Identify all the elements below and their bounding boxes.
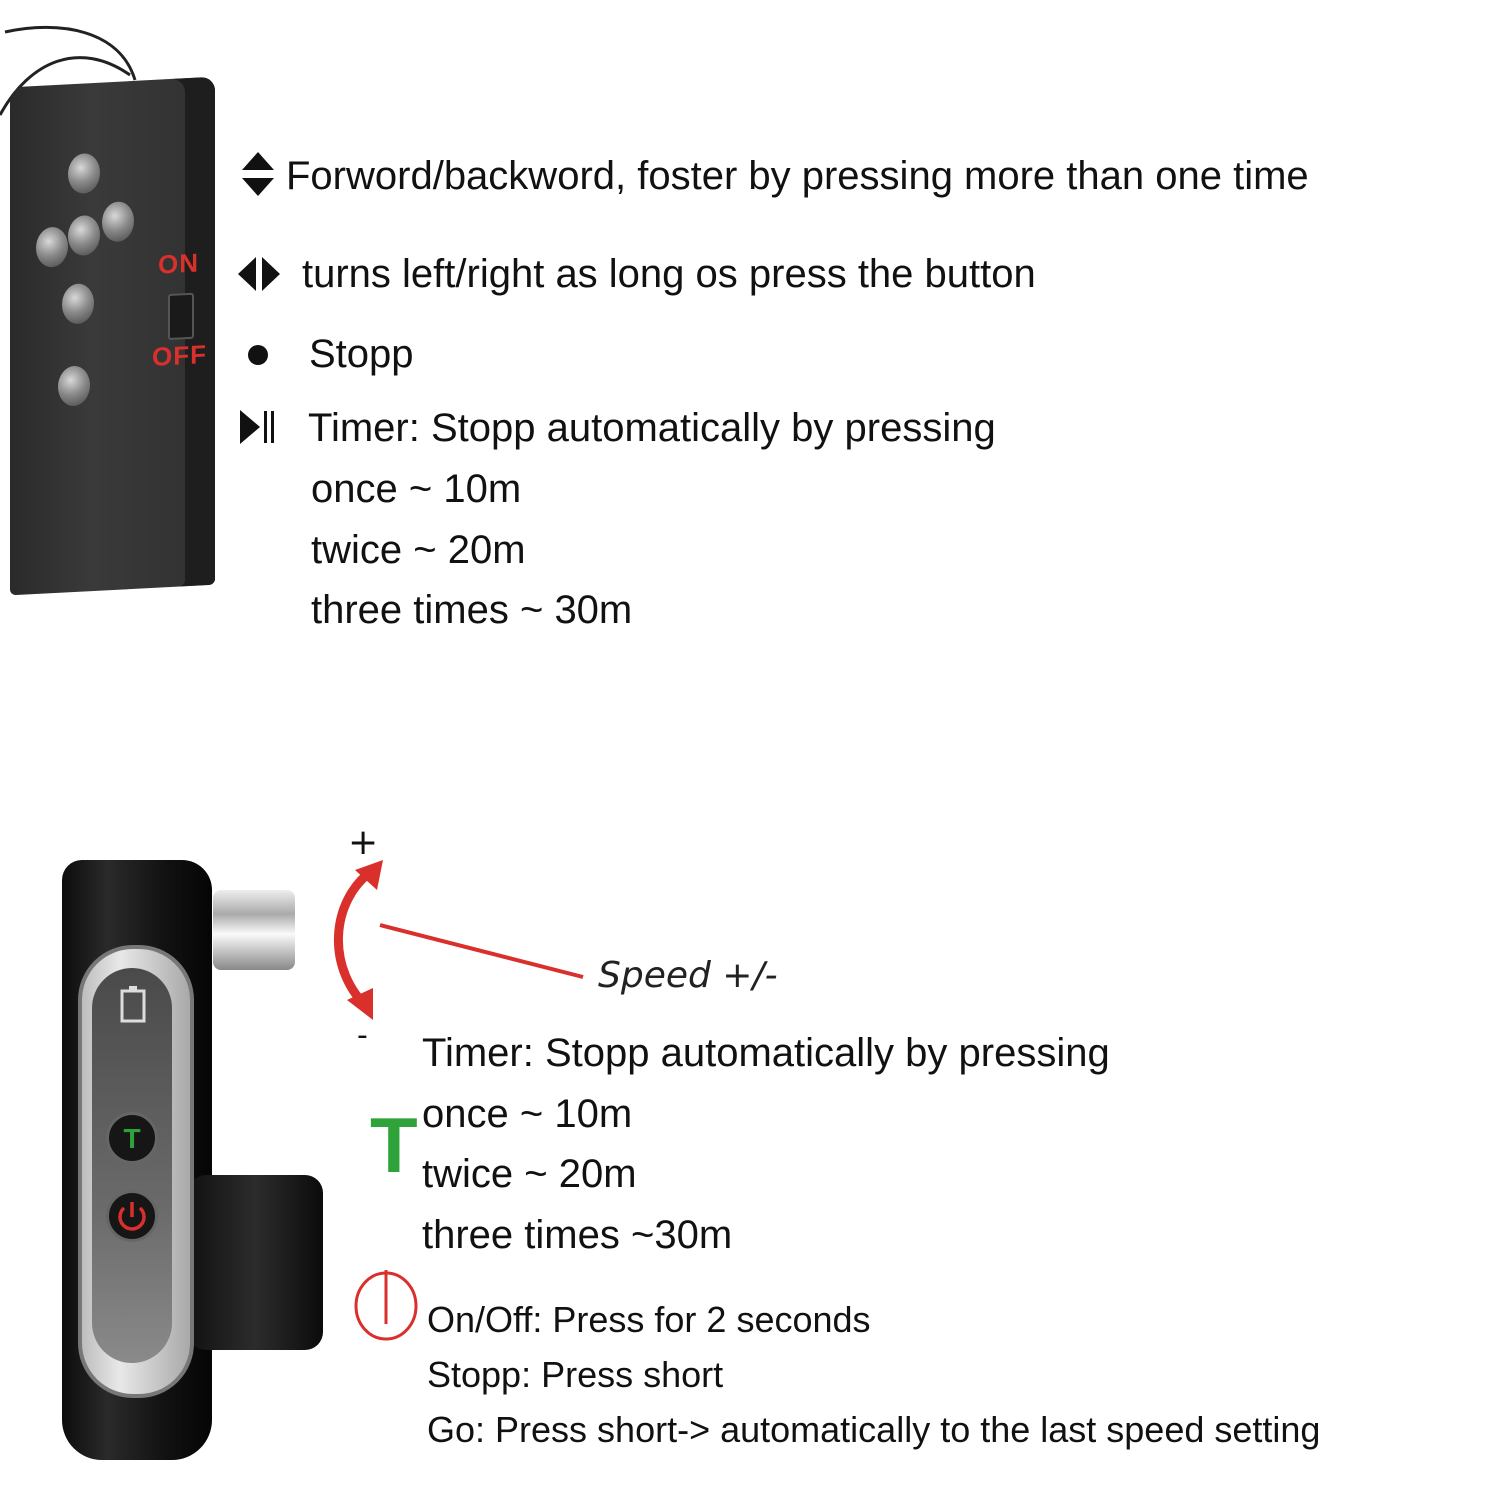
remote-instruction-turn: turns left/right as long os press the bu…: [302, 252, 1036, 296]
remote-button-up[interactable]: [68, 152, 100, 195]
plus-label: +: [348, 822, 379, 863]
remote-instruction-stop: Stopp: [309, 332, 414, 376]
handle-timer-title: Timer: Stopp automatically by pressing: [422, 1031, 1110, 1075]
off-label: OFF: [152, 339, 207, 372]
power-circle-icon: [354, 1270, 418, 1341]
handle-clamp: [188, 1175, 323, 1350]
timer-button[interactable]: T: [106, 1112, 158, 1164]
power-instruction: Go: Press short-> automatically to the l…: [427, 1409, 1321, 1450]
on-label: ON: [158, 247, 199, 280]
power-button[interactable]: [106, 1190, 158, 1242]
dot-icon: [248, 345, 268, 365]
remote-button-down[interactable]: [62, 282, 94, 325]
timer-t-icon: T: [370, 1101, 418, 1189]
svg-text:T: T: [123, 1123, 140, 1154]
remote-instruction-direction: Forword/backword, foster by pressing mor…: [286, 154, 1309, 198]
control-panel-inner: [92, 968, 172, 1363]
remote-button-right[interactable]: [102, 200, 134, 243]
play-pause-icon: [240, 410, 274, 444]
power-slider[interactable]: [168, 292, 194, 341]
handle-timer-option: twice ~ 20m: [422, 1152, 637, 1196]
speed-curved-arrow-icon: [334, 860, 383, 1020]
minus-label: -: [357, 1018, 368, 1053]
remote-button-timer[interactable]: [58, 365, 90, 407]
remote-timer-option: twice ~ 20m: [311, 528, 526, 572]
handle-timer-option: once ~ 10m: [422, 1092, 633, 1136]
power-instruction: Stopp: Press short: [427, 1354, 724, 1395]
up-down-arrows-icon: [242, 152, 274, 196]
speed-label: Speed +/-: [598, 955, 778, 996]
remote-button-left[interactable]: [36, 226, 68, 269]
remote-instruction-timer: Timer: Stopp automatically by pressing: [308, 406, 996, 450]
timer-t-icon: T: [123, 1123, 140, 1154]
speed-pointer-line: [379, 923, 584, 979]
remote-control: ON OFF: [10, 76, 215, 596]
battery-icon: [120, 986, 146, 1023]
handle-timer-option: three times ~30m: [422, 1213, 733, 1257]
power-instruction: On/Off: Press for 2 seconds: [427, 1299, 871, 1340]
remote-timer-option: three times ~ 30m: [311, 588, 633, 632]
remote-button-center[interactable]: [68, 214, 100, 257]
remote-timer-option: once ~ 10m: [311, 467, 522, 511]
power-icon: [118, 1202, 146, 1231]
left-right-arrows-icon: [238, 257, 280, 291]
speed-dial[interactable]: [213, 890, 295, 970]
